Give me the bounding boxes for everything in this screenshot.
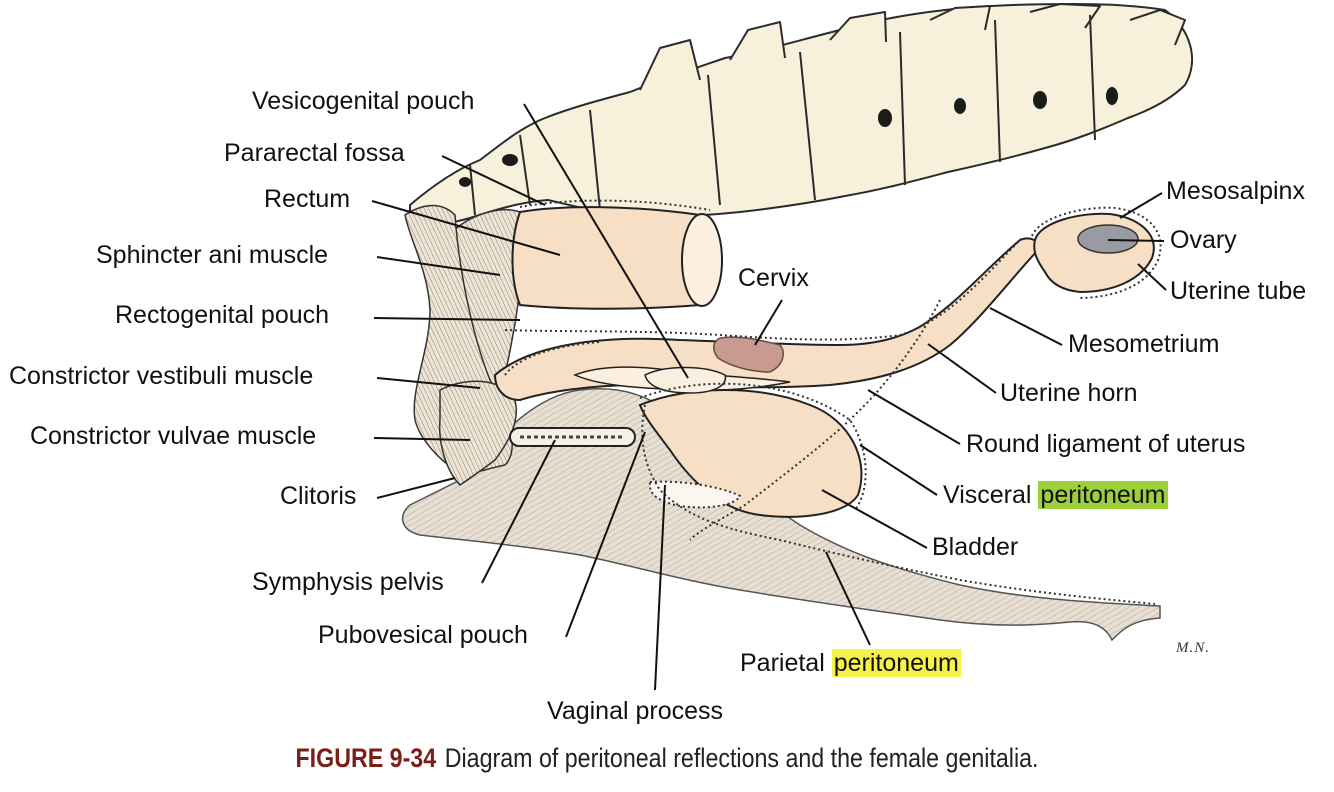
label-uterine-horn: Uterine horn <box>1000 378 1138 408</box>
vertebral-column <box>410 4 1192 226</box>
label-visceral: Visceral <box>943 481 1031 509</box>
label-peritoneum-visceral: peritoneum <box>1038 481 1167 509</box>
label-peritoneum-parietal: peritoneum <box>832 649 961 677</box>
leader-ovary <box>1108 240 1164 241</box>
label-constrictor-vestibuli-muscle: Constrictor vestibuli muscle <box>9 361 313 391</box>
label-pubovesical-pouch: Pubovesical pouch <box>318 620 528 650</box>
label-visceral-peritoneum: Visceral peritoneum <box>943 480 1168 510</box>
label-clitoris: Clitoris <box>280 481 356 511</box>
artist-signature: M.N. <box>1176 640 1210 657</box>
label-uterine-tube: Uterine tube <box>1170 276 1306 306</box>
label-symphysis-pelvis: Symphysis pelvis <box>252 567 444 597</box>
label-vesicogenital-pouch: Vesicogenital pouch <box>252 86 474 116</box>
leader-visceral-peritoneum <box>860 445 937 495</box>
label-ovary: Ovary <box>1170 225 1237 255</box>
leader-mesometrium <box>990 308 1062 345</box>
label-rectum: Rectum <box>264 184 350 214</box>
leader-cervix <box>755 300 782 345</box>
label-vaginal-process: Vaginal process <box>547 696 723 726</box>
leader-uterine-horn <box>928 344 996 393</box>
label-pararectal-fossa: Pararectal fossa <box>224 138 405 168</box>
label-bladder: Bladder <box>932 532 1018 562</box>
label-round-ligament-of-uterus: Round ligament of uterus <box>966 429 1245 459</box>
figure-caption-text: Diagram of peritoneal reflections and th… <box>445 743 1039 773</box>
leader-mesosalpinx <box>1120 193 1162 218</box>
label-parietal: Parietal <box>740 649 825 677</box>
label-rectogenital-pouch: Rectogenital pouch <box>115 300 329 330</box>
label-sphincter-ani-muscle: Sphincter ani muscle <box>96 240 328 270</box>
label-mesosalpinx: Mesosalpinx <box>1166 176 1305 206</box>
figure-caption: FIGURE 9-34 Diagram of peritoneal reflect… <box>93 743 1240 774</box>
leader-round-ligament <box>868 390 960 444</box>
rectum-shape <box>513 201 723 309</box>
ovary-complex-shape <box>1032 208 1161 298</box>
label-parietal-peritoneum: Parietal peritoneum <box>740 648 961 678</box>
label-cervix: Cervix <box>738 263 809 293</box>
label-constrictor-vulvae-muscle: Constrictor vulvae muscle <box>30 421 316 451</box>
label-mesometrium: Mesometrium <box>1068 329 1219 359</box>
figure-number: FIGURE 9-34 <box>295 743 436 773</box>
leader-bladder <box>822 490 927 548</box>
leader-uterine-tube <box>1138 264 1166 290</box>
